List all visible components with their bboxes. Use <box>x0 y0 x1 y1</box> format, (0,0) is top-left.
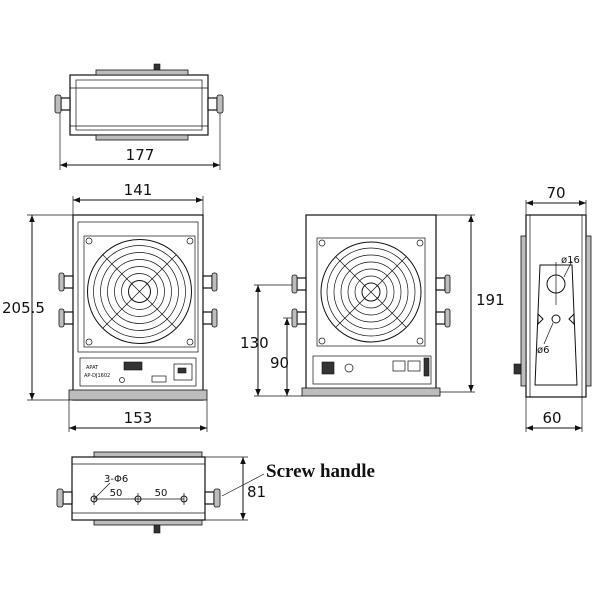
side-hole-large-label: ø16 <box>561 255 580 266</box>
side-knob-right <box>207 94 224 114</box>
back-knob-right-upper <box>435 274 451 294</box>
dim-back-height: 191 <box>476 291 505 309</box>
back-view: 191 130 90 <box>240 214 505 397</box>
dim-bottom-depth: 81 <box>247 483 266 501</box>
side-hole-small-label: ø6 <box>537 345 549 356</box>
front-knob-right-upper <box>202 272 218 292</box>
front-view: 141 APAT AP-DJ1602 <box>2 181 218 432</box>
bottom-view: 3-Φ6 50 50 81 Screw handle <box>56 451 375 534</box>
back-connector-panel <box>312 355 432 385</box>
top-view: 177 <box>54 63 224 170</box>
bottom-knob-left <box>56 488 73 508</box>
dim-back-mount-lower: 90 <box>270 354 289 372</box>
front-knob-left-lower <box>58 308 74 328</box>
dim-front-base-width: 153 <box>124 409 153 427</box>
front-knob-left-upper <box>58 272 74 292</box>
panel-model: AP-DJ1602 <box>84 373 110 379</box>
back-knob-left-lower <box>291 308 307 328</box>
front-fan-guard <box>83 235 196 348</box>
back-fan-guard <box>316 237 426 347</box>
bottom-knob-right <box>204 488 221 508</box>
side-bracket <box>534 262 578 386</box>
front-control-panel: APAT AP-DJ1602 <box>79 357 197 387</box>
dim-side-top-width: 70 <box>546 184 565 202</box>
dim-front-inner-width: 141 <box>124 181 153 199</box>
screw-handle-callout: Screw handle <box>266 461 375 482</box>
side-knob-left <box>54 94 71 114</box>
dim-back-mount-height: 130 <box>240 334 269 352</box>
front-knob-right-lower <box>202 308 218 328</box>
side-view: 70 ø16 ø6 60 <box>513 184 592 432</box>
back-knob-left-upper <box>291 274 307 294</box>
bottom-spacing-2: 50 <box>155 488 168 499</box>
bottom-spacing-1: 50 <box>110 488 123 499</box>
panel-brand: APAT <box>86 365 99 371</box>
dim-top-width: 177 <box>126 146 155 164</box>
dim-side-base-width: 60 <box>542 409 561 427</box>
bottom-holes-label: 3-Φ6 <box>104 474 128 485</box>
back-knob-right-lower <box>435 308 451 328</box>
dim-front-height: 205.5 <box>2 299 45 317</box>
